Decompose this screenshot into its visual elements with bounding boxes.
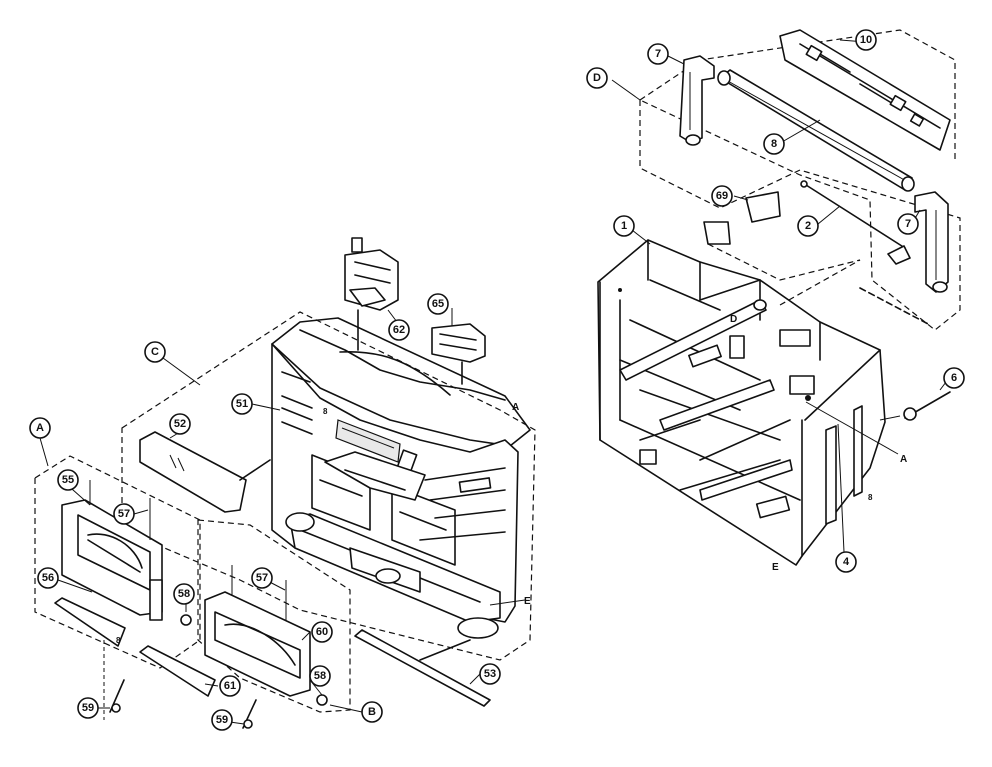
callout-59-right: 59 (211, 709, 233, 731)
top-bar-8 (717, 69, 915, 192)
svg-text:61: 61 (224, 680, 236, 692)
svg-text:58: 58 (178, 588, 190, 600)
callout-10: 10 (855, 29, 877, 51)
svg-text:7: 7 (655, 48, 661, 60)
top-bracket-62 (344, 237, 399, 351)
svg-text:2: 2 (805, 220, 811, 232)
callout-69: 69 (711, 185, 733, 207)
connector-e-right: E (772, 562, 779, 573)
assembly-label-c: C (144, 341, 166, 363)
cabinet-side-mark: 8 (323, 407, 328, 416)
main-chassis: 8 (597, 239, 886, 566)
connector-a-left: A (512, 402, 519, 413)
callout-53: 53 (479, 663, 501, 685)
svg-text:4: 4 (843, 556, 850, 568)
svg-text:62: 62 (393, 324, 405, 336)
callout-60: 60 (311, 621, 333, 643)
rod-2 (800, 180, 911, 265)
callout-61: 61 (219, 675, 241, 697)
cabinet-pcb-side-mark: 8 (868, 493, 873, 502)
bottom-strip-53 (354, 629, 491, 707)
svg-text:B: B (368, 706, 376, 718)
svg-text:52: 52 (174, 418, 186, 430)
callout-51: 51 (231, 393, 253, 415)
callout-57-right: 57 (251, 567, 273, 589)
cassette-door-right (139, 565, 328, 706)
svg-text:55: 55 (62, 474, 74, 486)
svg-text:57: 57 (118, 508, 130, 520)
callout-1: 1 (613, 215, 635, 237)
svg-text:10: 10 (860, 34, 872, 46)
callout-58-right: 58 (309, 665, 331, 687)
screw-59a (109, 679, 125, 713)
callout-7-top: 7 (647, 43, 669, 65)
callout-56: 56 (37, 567, 59, 589)
callout-52: 52 (169, 413, 191, 435)
callout-59-left: 59 (77, 697, 99, 719)
connector-e-left: E (524, 596, 531, 607)
callout-4: 4 (835, 551, 857, 573)
label-69 (745, 191, 781, 223)
assembly-label-a: A (29, 417, 51, 439)
cassette-door-left: 8 (54, 480, 192, 720)
svg-text:6: 6 (951, 372, 957, 384)
svg-text:1: 1 (621, 220, 627, 232)
svg-text:60: 60 (316, 626, 328, 638)
connector-d: D (730, 314, 737, 325)
callout-2: 2 (797, 215, 819, 237)
assembly-a-outline (34, 455, 201, 669)
callout-7-right: 7 (897, 213, 919, 235)
connector-65 (431, 323, 486, 385)
connector-a-right: A (900, 454, 907, 465)
callout-57-left: 57 (113, 503, 135, 525)
callout-58-left: 58 (173, 583, 195, 605)
display-window-panel (139, 431, 271, 513)
svg-text:56: 56 (42, 572, 54, 584)
svg-text:65: 65 (432, 298, 444, 310)
svg-text:59: 59 (216, 714, 228, 726)
svg-text:53: 53 (484, 668, 496, 680)
handle-7-right (914, 191, 949, 293)
svg-text:51: 51 (236, 398, 248, 410)
svg-text:D: D (593, 72, 601, 84)
svg-text:A: A (36, 422, 44, 434)
callout-65: 65 (427, 293, 449, 315)
assembly-d-outline (639, 99, 961, 331)
svg-text:59: 59 (82, 702, 94, 714)
callout-8: 8 (763, 133, 785, 155)
assembly-c-outline (121, 311, 536, 661)
callout-6: 6 (943, 367, 965, 389)
svg-text:7: 7 (905, 218, 911, 230)
callout-55: 55 (57, 469, 79, 491)
assembly-label-d: D (586, 67, 608, 89)
screw-6 (879, 391, 951, 421)
handle-7-left (679, 55, 715, 146)
svg-text:69: 69 (716, 190, 728, 202)
callout-62: 62 (388, 319, 410, 341)
svg-text:57: 57 (256, 572, 268, 584)
pcb-10 (779, 29, 951, 151)
front-cabinet: 8 (271, 317, 531, 639)
svg-text:C: C (151, 346, 159, 358)
front-panel-side-mark: 8 (116, 636, 121, 645)
assembly-label-b: B (361, 701, 383, 723)
svg-text:8: 8 (771, 138, 777, 150)
screw-59b (242, 699, 257, 729)
svg-text:58: 58 (314, 670, 326, 682)
